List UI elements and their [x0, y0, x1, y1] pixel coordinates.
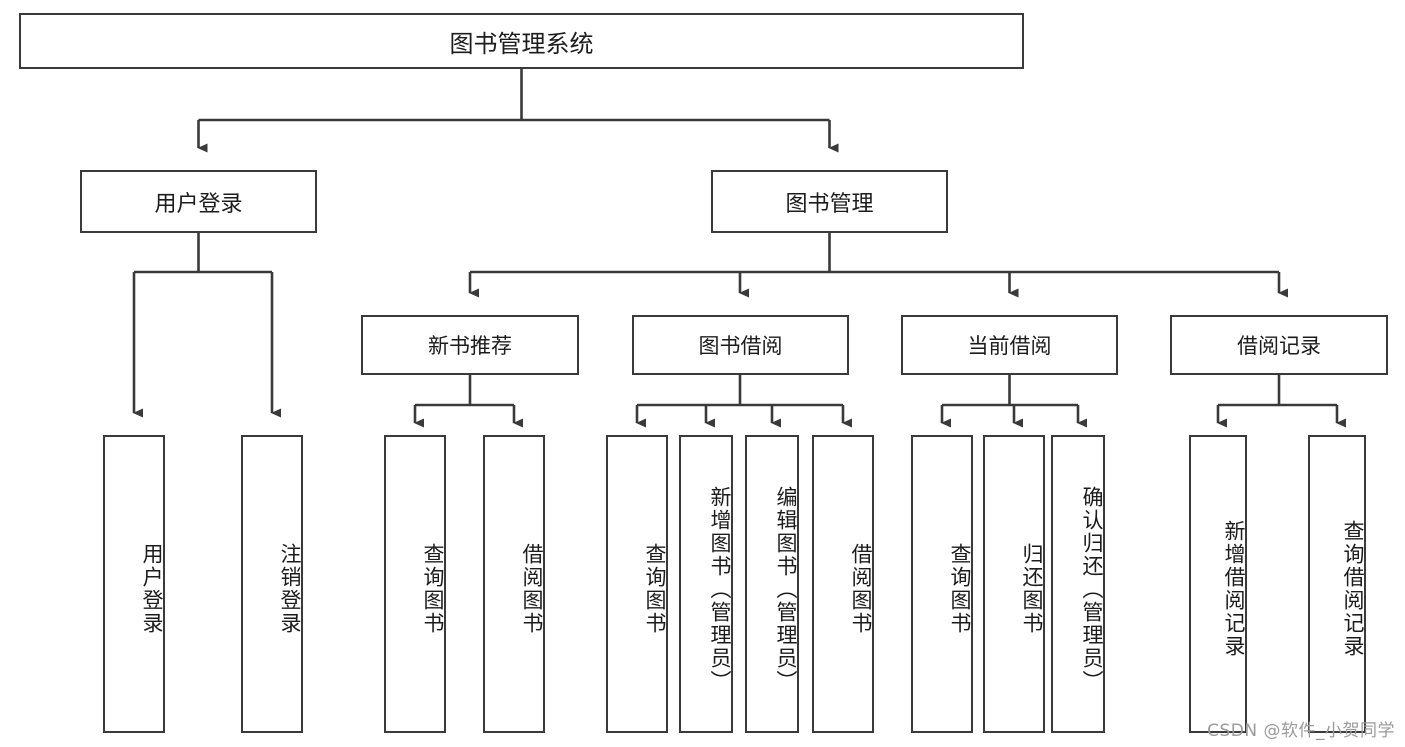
node-book-borrow-label: 图书借阅: [698, 334, 783, 358]
node-new-book-recommend-label: 新书推荐: [428, 334, 512, 358]
leaf-label: 新增借阅记录: [1222, 520, 1246, 658]
node-user-login-label: 用户登录: [154, 191, 243, 217]
leaf-add-borrow-record[interactable]: 新增借阅记录: [1189, 435, 1247, 733]
leaf-borrow-book-recommend[interactable]: 借阅图书: [483, 435, 545, 733]
leaf-return-book[interactable]: 归还图书: [983, 435, 1045, 733]
leaf-borrow-book[interactable]: 借阅图书: [812, 435, 874, 733]
leaf-label: 编辑图书（管理员）: [774, 485, 798, 693]
leaf-query-borrow-record[interactable]: 查询借阅记录: [1308, 435, 1366, 733]
node-book-management[interactable]: 图书管理: [711, 170, 948, 233]
node-book-management-label: 图书管理: [785, 191, 874, 217]
leaf-label: 借阅图书: [849, 543, 873, 635]
leaf-confirm-return-admin[interactable]: 确认归还（管理员）: [1051, 435, 1105, 733]
node-book-borrow[interactable]: 图书借阅: [632, 315, 849, 375]
node-current-borrow-label: 当前借阅: [967, 334, 1052, 358]
node-user-login[interactable]: 用户登录: [80, 170, 317, 233]
leaf-label: 新增图书（管理员）: [708, 485, 732, 693]
leaf-label: 查询借阅记录: [1341, 520, 1365, 658]
watermark: CSDN @软件_小贺同学: [1207, 721, 1395, 741]
node-borrow-record[interactable]: 借阅记录: [1170, 315, 1388, 375]
leaf-label: 确认归还（管理员）: [1080, 485, 1104, 693]
leaf-label: 注销登录: [278, 543, 302, 635]
leaf-query-book-recommend[interactable]: 查询图书: [384, 435, 446, 733]
leaf-label: 查询图书: [643, 543, 667, 635]
node-new-book-recommend[interactable]: 新书推荐: [361, 315, 579, 375]
leaf-logout-login[interactable]: 注销登录: [241, 435, 303, 733]
leaf-edit-book-admin[interactable]: 编辑图书（管理员）: [745, 435, 799, 733]
leaf-label: 查询图书: [948, 543, 972, 635]
node-current-borrow[interactable]: 当前借阅: [901, 315, 1118, 375]
leaf-query-book-current[interactable]: 查询图书: [911, 435, 973, 733]
leaf-user-login[interactable]: 用户登录: [103, 435, 165, 733]
node-root-label: 图书管理系统: [449, 29, 594, 58]
leaf-label: 查询图书: [421, 543, 445, 635]
node-root[interactable]: 图书管理系统: [19, 13, 1024, 69]
leaf-query-book-borrow[interactable]: 查询图书: [606, 435, 668, 733]
leaf-add-book-admin[interactable]: 新增图书（管理员）: [679, 435, 733, 733]
node-borrow-record-label: 借阅记录: [1237, 334, 1321, 358]
leaf-label: 借阅图书: [520, 543, 544, 635]
leaf-label: 用户登录: [140, 543, 164, 635]
leaf-label: 归还图书: [1020, 543, 1044, 635]
